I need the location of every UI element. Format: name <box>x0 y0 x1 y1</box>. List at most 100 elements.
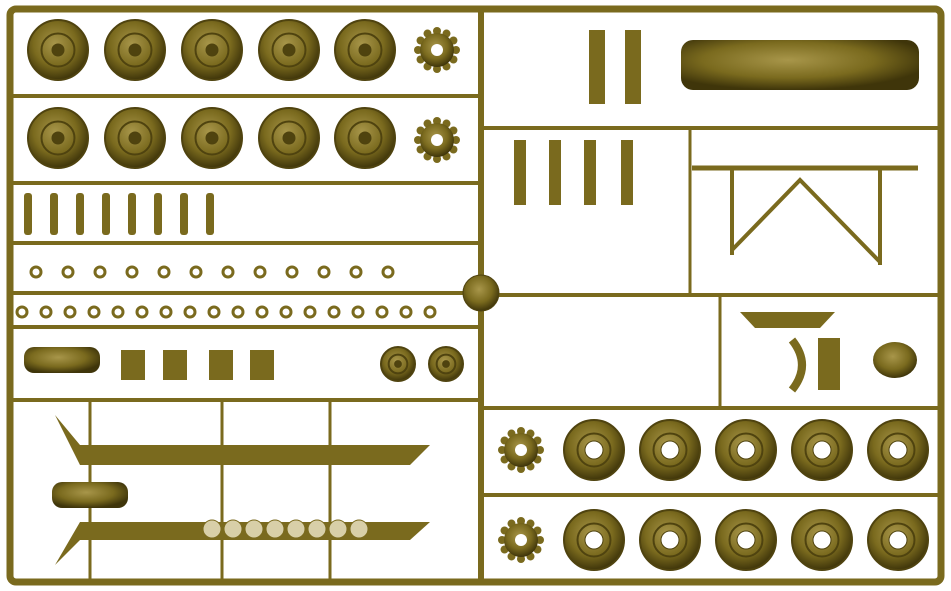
sprocket-hub <box>431 134 443 146</box>
wheel-rim <box>271 32 307 68</box>
sprocket-tooth <box>414 46 422 54</box>
hatch-part <box>250 350 274 380</box>
small-fitting <box>189 265 203 279</box>
wheel-rim <box>652 432 688 468</box>
wheel-hub <box>584 530 604 550</box>
sprocket-hub <box>431 44 443 56</box>
suspension-arm <box>128 193 136 235</box>
wheel-hub <box>282 131 296 145</box>
small-fitting <box>285 265 299 279</box>
small-fitting <box>159 305 173 319</box>
cylinder-part <box>584 140 596 205</box>
cylinder-part <box>549 140 561 205</box>
wheel-rim <box>728 432 764 468</box>
wheel-rim <box>880 522 916 558</box>
small-fitting <box>183 305 197 319</box>
suspension-arm <box>206 193 214 235</box>
wheel-rim <box>435 353 457 375</box>
cylinder-part <box>514 140 526 205</box>
sprocket-tooth <box>517 517 525 525</box>
mesh-grille <box>202 519 222 539</box>
small-fitting <box>221 265 235 279</box>
wheel-rim <box>387 353 409 375</box>
dome-part <box>873 342 917 378</box>
hatch-part <box>163 350 187 380</box>
wheel-rim <box>40 32 76 68</box>
sprocket-tooth <box>414 136 422 144</box>
small-fitting <box>93 265 107 279</box>
wheel-hub <box>205 43 219 57</box>
mesh-grille <box>349 519 369 539</box>
mesh-grille <box>244 519 264 539</box>
ramp-part <box>55 522 430 565</box>
wheel-rim <box>728 522 764 558</box>
wheel-hub <box>584 440 604 460</box>
mesh-grille <box>265 519 285 539</box>
plate-part <box>740 312 835 328</box>
wheel-hub <box>660 440 680 460</box>
small-fitting <box>375 305 389 319</box>
mesh-grille <box>328 519 348 539</box>
sprocket-tooth <box>433 117 441 125</box>
wheel-hub <box>51 131 65 145</box>
sprocket-tooth <box>536 536 544 544</box>
small-fitting <box>29 265 43 279</box>
small-fitting <box>125 265 139 279</box>
small-fitting <box>327 305 341 319</box>
suspension-arm <box>180 193 188 235</box>
wheel-hub <box>442 360 450 368</box>
sprocket-tooth <box>498 536 506 544</box>
suspension-arm <box>102 193 110 235</box>
hatch-part <box>121 350 145 380</box>
sprocket-tooth <box>536 446 544 454</box>
wheel-rim <box>880 432 916 468</box>
wheel-rim <box>347 120 383 156</box>
wheel-hub <box>205 131 219 145</box>
wheel-rim <box>117 120 153 156</box>
wheel-rim <box>347 32 383 68</box>
wheel-rim <box>117 32 153 68</box>
wheel-hub <box>660 530 680 550</box>
sprocket-tooth <box>452 136 460 144</box>
wheel-hub <box>812 440 832 460</box>
suspension-arm <box>24 193 32 235</box>
small-fitting <box>87 305 101 319</box>
small-fitting <box>399 305 413 319</box>
suspension-arm <box>76 193 84 235</box>
wheel-hub <box>394 360 402 368</box>
sprocket-hub <box>515 444 527 456</box>
small-fitting <box>135 305 149 319</box>
stowage-bin <box>681 40 919 90</box>
mesh-grille <box>286 519 306 539</box>
wheel-rim <box>40 120 76 156</box>
ramp-part <box>55 415 430 465</box>
small-fitting <box>351 305 365 319</box>
wheel-rim <box>271 120 307 156</box>
small-fitting <box>381 265 395 279</box>
wheel-rim <box>576 432 612 468</box>
fuel-tank <box>24 347 100 373</box>
wheel-hub <box>736 530 756 550</box>
wheel-rim <box>194 120 230 156</box>
hatch-part <box>209 350 233 380</box>
small-fitting <box>207 305 221 319</box>
armor-plate <box>818 338 840 390</box>
sprocket-tooth <box>517 465 525 473</box>
small-fitting <box>253 265 267 279</box>
small-fitting <box>111 305 125 319</box>
suspension-arm <box>154 193 162 235</box>
sprocket-hub <box>515 534 527 546</box>
small-fitting <box>279 305 293 319</box>
wheel-hub <box>888 440 908 460</box>
sprocket-tooth <box>433 27 441 35</box>
fuel-tank <box>52 482 128 508</box>
wheel-hub <box>51 43 65 57</box>
sprocket-tooth <box>452 46 460 54</box>
wheel-rim <box>804 432 840 468</box>
wheel-rim <box>194 32 230 68</box>
wheel-hub <box>888 530 908 550</box>
tube-part <box>589 30 605 104</box>
small-fitting <box>39 305 53 319</box>
